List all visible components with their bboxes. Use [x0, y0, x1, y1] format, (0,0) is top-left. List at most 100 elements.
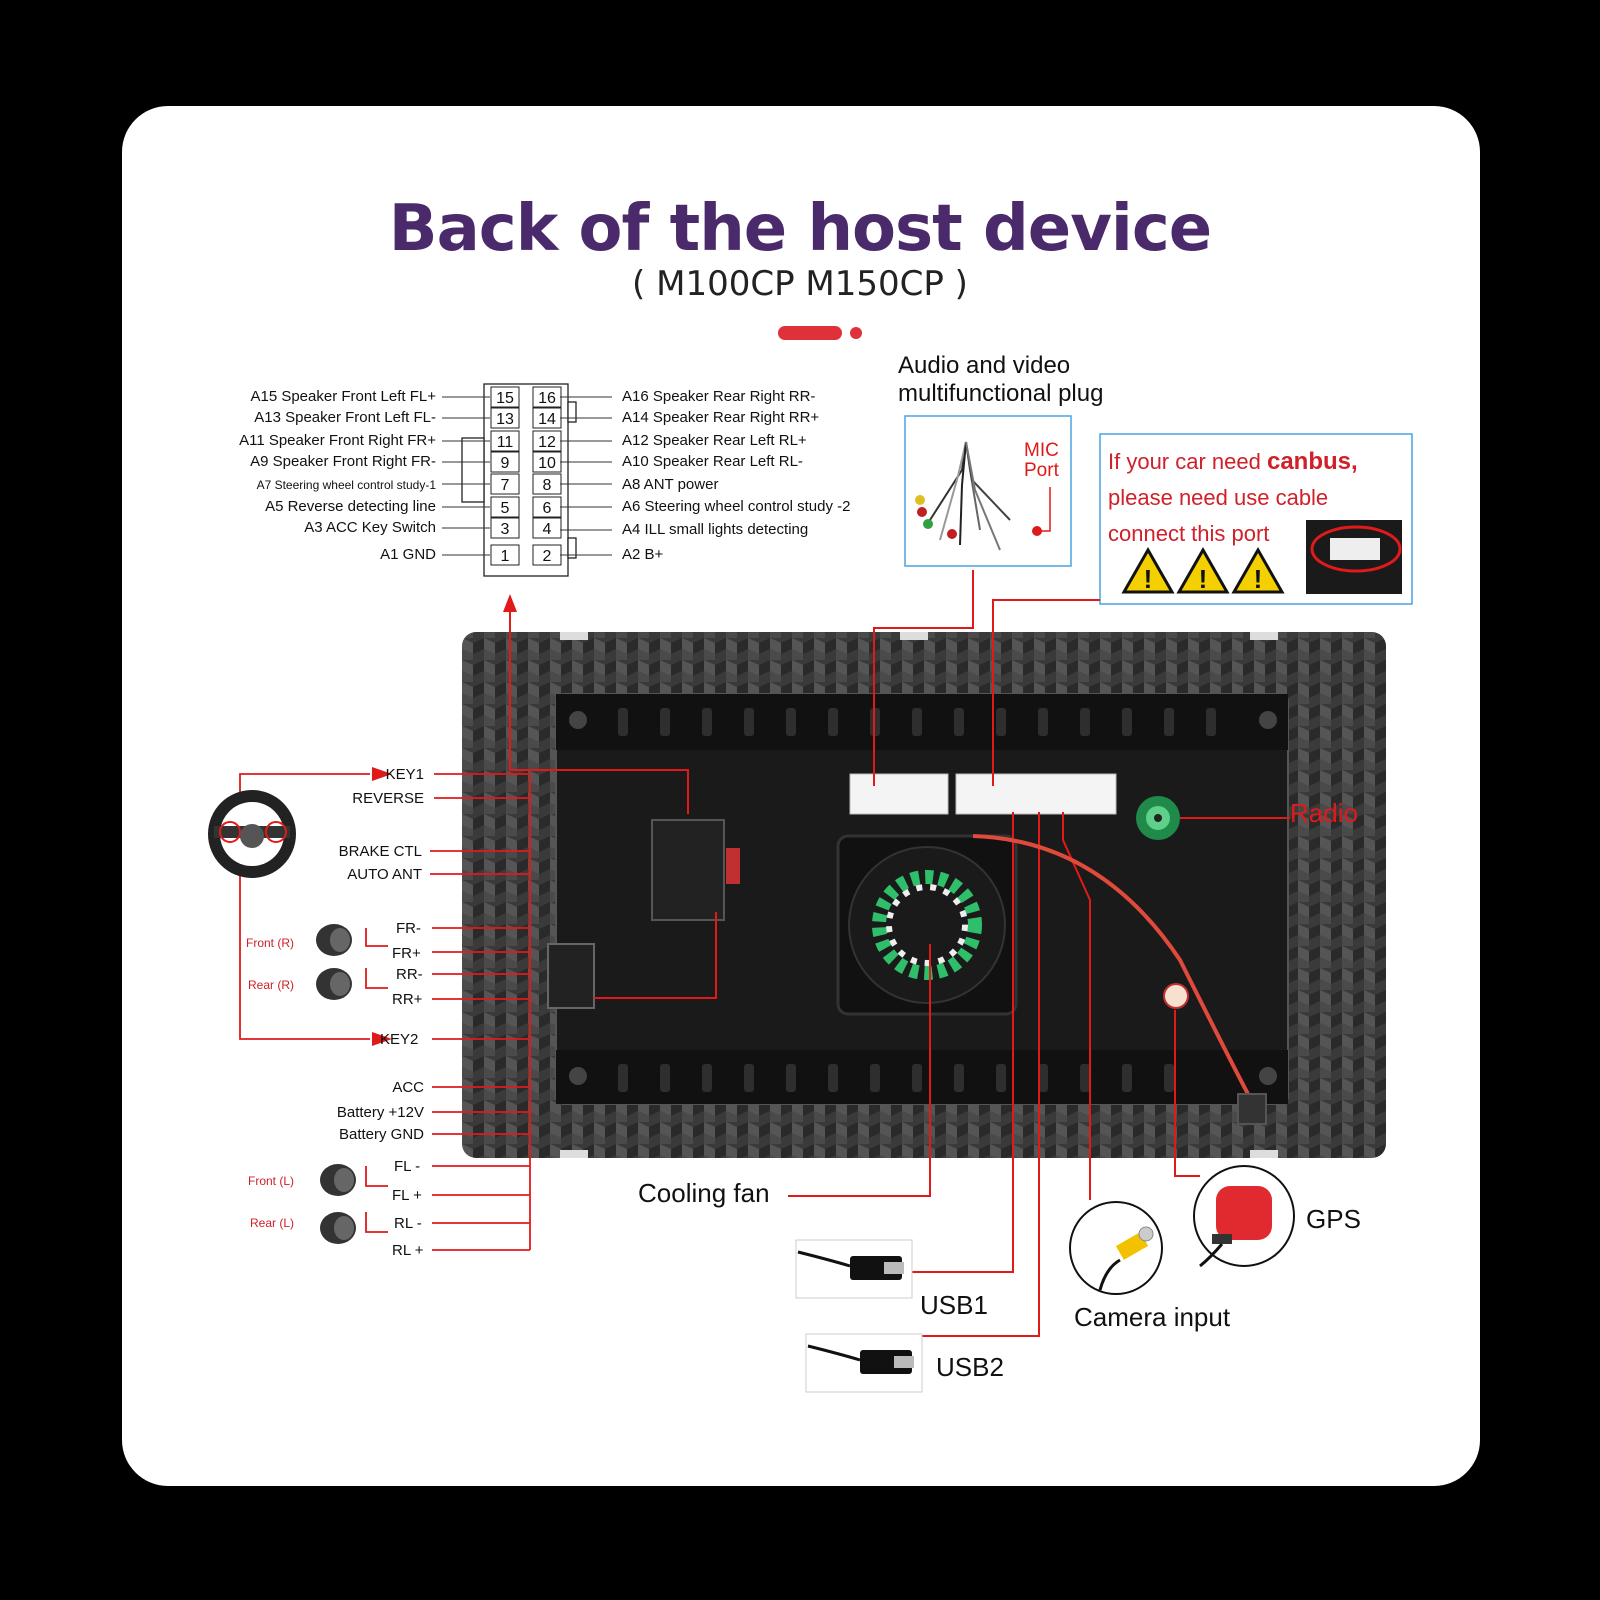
radio-antenna-port — [1136, 796, 1180, 840]
harness-label-battery-12v: Battery +12V — [336, 1104, 424, 1121]
pin-number: 2 — [543, 548, 552, 565]
svg-text:!: ! — [1144, 564, 1153, 594]
pin-number: 7 — [501, 477, 510, 494]
internal-wiring-lines — [509, 570, 1290, 1337]
pin-box — [490, 407, 520, 429]
harness-wiring-lines — [239, 773, 531, 1251]
pin-box — [490, 473, 520, 495]
pin-label-a7: A7 Steering wheel control study-1 — [256, 478, 436, 492]
usb1-cable-icon — [795, 1239, 913, 1299]
main-harness-socket — [651, 819, 740, 921]
page-title: Back of the host device — [388, 192, 1212, 266]
harness-label-key2: KEY2 — [380, 1031, 419, 1048]
connector-leader-lines — [442, 396, 612, 556]
pin-number: 5 — [501, 500, 510, 517]
pin-number: 8 — [543, 477, 552, 494]
warning-icon-2: ! — [1176, 546, 1230, 594]
pin-label-a10: A10 Speaker Rear Left RL- — [622, 453, 803, 470]
harness-label-fr-plus: FR+ — [392, 945, 421, 962]
camera-input-icon — [1069, 1201, 1163, 1295]
pin-label-a11: A11 Speaker Front Right FR+ — [239, 432, 436, 449]
warning-icon-3: ! — [1231, 546, 1285, 594]
pin-box — [490, 386, 520, 408]
svg-text:!: ! — [1254, 564, 1263, 594]
svg-text:!: ! — [1199, 564, 1208, 594]
pin-label-a16: A16 Speaker Rear Right RR- — [622, 388, 816, 405]
pin-number: 14 — [538, 411, 556, 428]
pin-number: 11 — [497, 434, 514, 451]
pin-number: 6 — [543, 500, 552, 517]
mic-port-label-line1: MIC — [1024, 440, 1059, 461]
speaker-label-front-r: Front (R) — [246, 936, 294, 950]
usb2-cable-icon — [805, 1333, 923, 1393]
av-plug-title-line2: multifunctional plug — [898, 380, 1104, 407]
steering-wheel-icon — [208, 790, 296, 878]
pin-box — [490, 544, 520, 566]
harness-label-rl-plus: RL + — [392, 1242, 424, 1259]
accent-bar — [778, 326, 842, 340]
speaker-front-left-icon — [320, 1164, 356, 1196]
pin-number: 16 — [538, 390, 556, 407]
speaker-label-rear-l: Rear (L) — [250, 1216, 295, 1230]
canbus-note-line2: please need use cable — [1108, 485, 1329, 510]
speaker-label-front-l: Front (L) — [248, 1174, 295, 1188]
pin-label-a4: A4 ILL small lights detecting — [622, 521, 809, 538]
pin-label-a13: A13 Speaker Front Left FL- — [254, 409, 436, 426]
harness-label-auto-ant: AUTO ANT — [347, 866, 422, 883]
harness-label-key1: KEY1 — [385, 766, 424, 783]
harness-label-fr-minus: FR- — [396, 920, 421, 937]
pin-label-a15: A15 Speaker Front Left FL+ — [250, 388, 436, 405]
pin-number: 9 — [501, 455, 510, 472]
pin-label-a1: A1 GND — [380, 546, 436, 563]
camera-input-label: Camera input — [1074, 1302, 1231, 1332]
pin-box — [490, 430, 520, 452]
pin-number: 12 — [538, 434, 556, 451]
pin-box — [532, 517, 562, 539]
canbus-note-line1: If your car need — [1108, 449, 1267, 474]
page-subtitle: ( M100CP M150CP ) — [632, 264, 968, 304]
warning-icon-1: ! — [1121, 546, 1175, 594]
canbus-note: If your car need canbus, please need use… — [1108, 444, 1358, 552]
canbus-note-line3: connect this port — [1108, 521, 1270, 546]
harness-label-rr-plus: RR+ — [392, 991, 423, 1008]
pin-label-a2: A2 B+ — [622, 546, 664, 563]
accent-dot — [850, 327, 862, 339]
mic-port-label-line2: Port — [1024, 460, 1059, 481]
pin-number: 4 — [543, 521, 552, 538]
speaker-front-right-icon — [316, 924, 352, 956]
pin-label-a6: A6 Steering wheel control study -2 — [622, 498, 851, 515]
av-cable-bundle-icon — [915, 441, 1011, 551]
speaker-rear-left-icon — [320, 1212, 356, 1244]
harness-label-acc: ACC — [392, 1079, 424, 1096]
usb1-label: USB1 — [920, 1290, 988, 1320]
harness-label-rr-minus: RR- — [396, 966, 423, 983]
harness-label-fl-plus: FL + — [392, 1187, 422, 1204]
pin-label-a5: A5 Reverse detecting line — [265, 498, 436, 515]
plugged-harness-connector — [547, 943, 595, 1009]
harness-label-reverse: REVERSE — [352, 790, 424, 807]
usb-camera-connector-port — [955, 773, 1117, 815]
speaker-rear-right-icon — [316, 968, 352, 1000]
gps-antenna-icon — [1193, 1165, 1295, 1268]
pin-box — [490, 451, 520, 473]
radio-label: Radio — [1290, 798, 1358, 828]
cooling-fan-icon — [836, 834, 1018, 1016]
pin-number: 13 — [496, 411, 514, 428]
pin-number: 1 — [501, 548, 510, 565]
harness-label-fl-minus: FL - — [394, 1158, 421, 1175]
av-plug-photo-frame — [904, 415, 1072, 567]
warning-icons: ! ! ! — [1121, 546, 1285, 594]
gps-port — [1163, 983, 1189, 1009]
gps-label: GPS — [1306, 1204, 1361, 1234]
av-plug-title-line1: Audio and video — [898, 352, 1071, 379]
pin-label-a12: A12 Speaker Rear Left RL+ — [622, 432, 807, 449]
pin-label-a9: A9 Speaker Front Right FR- — [250, 453, 436, 470]
pin-number: 15 — [496, 390, 514, 407]
av-connector-port — [849, 773, 949, 815]
pin-number: 10 — [538, 455, 556, 472]
pin-box — [490, 517, 520, 539]
usb2-label: USB2 — [936, 1352, 1004, 1382]
pin-label-a3: A3 ACC Key Switch — [304, 519, 436, 536]
harness-label-battery-gnd: Battery GND — [338, 1126, 424, 1143]
